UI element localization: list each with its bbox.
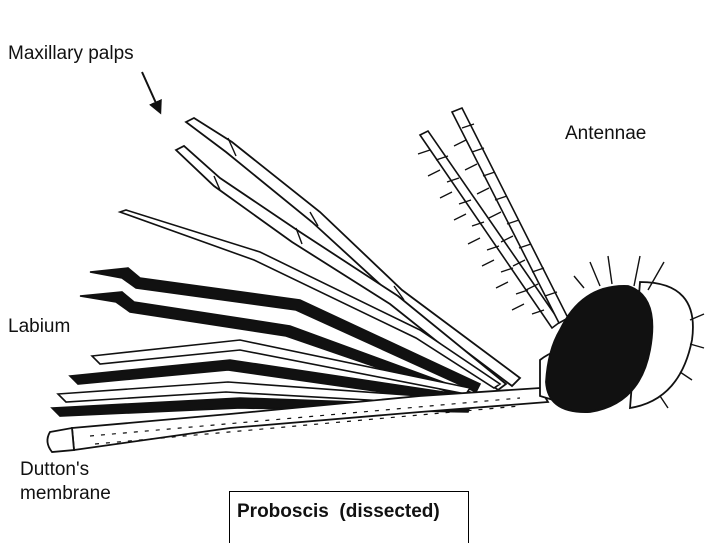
label-labium: Labium xyxy=(8,315,70,339)
label-antennae: Antennae xyxy=(565,122,646,146)
caption-text: Proboscis (dissected) xyxy=(237,501,440,523)
label-duttons-membrane-line2: membrane xyxy=(20,482,111,506)
label-duttons-membrane-line1: Dutton's xyxy=(20,458,111,482)
caption-box: Proboscis (dissected) xyxy=(229,491,469,543)
head xyxy=(540,256,704,412)
label-maxillary-palps: Maxillary palps xyxy=(8,42,134,66)
label-duttons-membrane: Dutton's membrane xyxy=(20,458,111,506)
antennae xyxy=(418,108,568,328)
duttons-membrane-tip xyxy=(47,428,74,452)
palps-pointer-arrow xyxy=(142,72,160,112)
